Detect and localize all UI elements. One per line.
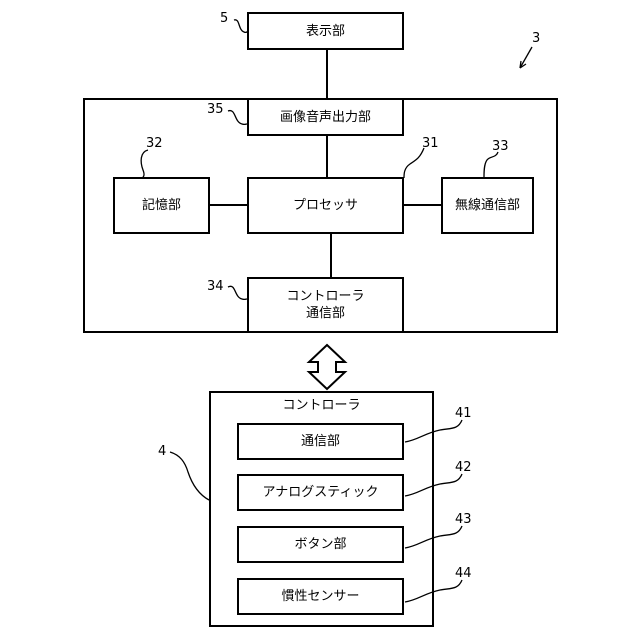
processor-label: プロセッサ [293, 197, 358, 214]
inertial-sensor-label: 慣性センサー [281, 588, 359, 605]
ref-44: 44 [455, 567, 472, 581]
display-label: 表示部 [306, 23, 345, 40]
ref-3: 3 [532, 32, 540, 46]
wireless-box: 無線通信部 [441, 177, 534, 234]
ref-42: 42 [455, 461, 472, 475]
ref-5: 5 [220, 12, 228, 26]
av-output-label: 画像音声出力部 [280, 109, 371, 126]
display-box: 表示部 [247, 12, 404, 50]
ref-41: 41 [455, 407, 472, 421]
processor-box: プロセッサ [247, 177, 404, 234]
wireless-label: 無線通信部 [455, 197, 520, 214]
storage-box: 記憶部 [113, 177, 210, 234]
controller-title: コントローラ [209, 398, 434, 414]
ref-4: 4 [158, 445, 166, 459]
button-unit-box: ボタン部 [237, 526, 404, 563]
analog-stick-label: アナログスティック [263, 484, 379, 501]
av-output-box: 画像音声出力部 [247, 98, 404, 136]
analog-stick-box: アナログスティック [237, 474, 404, 511]
controller-comm-label: コントローラ 通信部 [286, 288, 364, 322]
ref-43: 43 [455, 513, 472, 527]
button-unit-label: ボタン部 [294, 536, 346, 553]
controller-comm-unit-label: 通信部 [301, 433, 340, 450]
leader-4 [170, 452, 209, 500]
inertial-sensor-box: 慣性センサー [237, 578, 404, 615]
leader-3 [520, 47, 532, 68]
storage-label: 記憶部 [142, 197, 181, 214]
controller-comm-unit-box: 通信部 [237, 423, 404, 460]
controller-comm-box: コントローラ 通信部 [247, 277, 404, 333]
bidirectional-arrow-icon [309, 345, 345, 389]
leader-5 [234, 20, 248, 33]
